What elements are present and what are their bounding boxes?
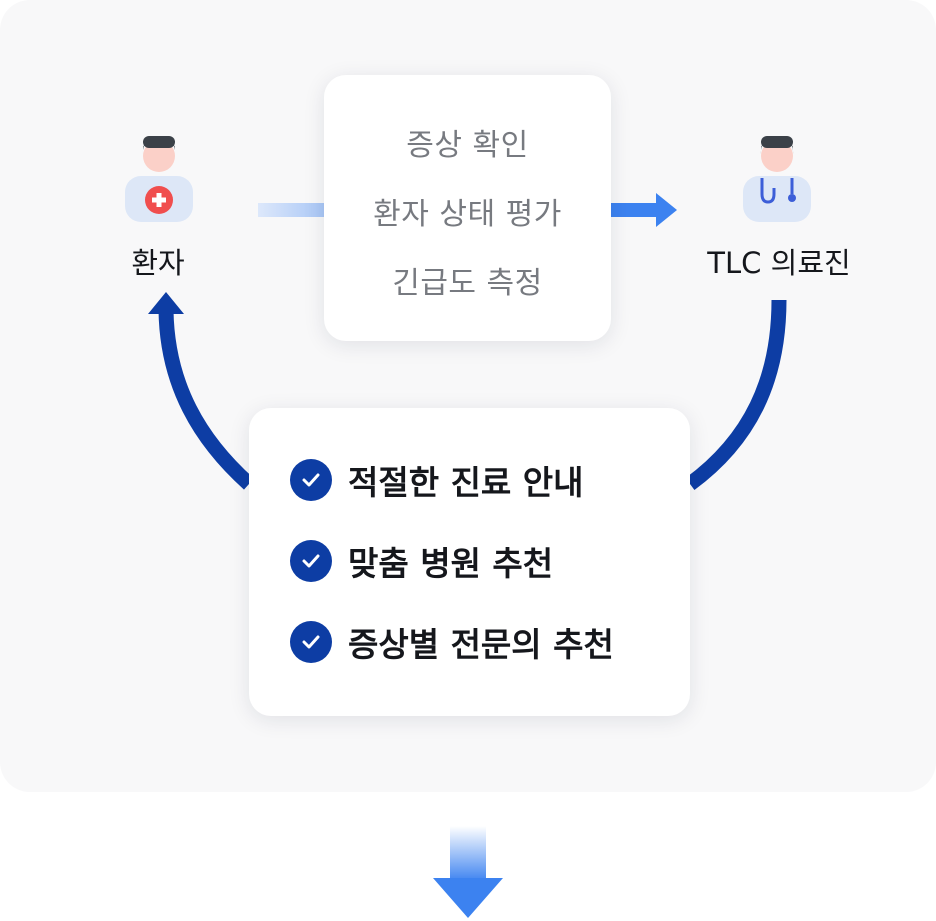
assessment-step-symptom-check: 증상 확인 xyxy=(406,128,529,163)
patient-label: 환자 xyxy=(131,246,185,280)
outcome-item: 증상별 전문의 추천 xyxy=(290,620,614,664)
assessment-step-urgency: 긴급도 측정 xyxy=(392,266,543,301)
outcome-label: 증상별 전문의 추천 xyxy=(348,625,614,664)
check-circle-icon xyxy=(290,540,332,582)
check-circle-icon xyxy=(290,621,332,663)
doctor-icon xyxy=(743,136,811,222)
flow-curve-outcomes-to-patient xyxy=(158,309,255,490)
assessment-card: 증상 확인 환자 상태 평가 긴급도 측정 xyxy=(324,75,611,341)
arrow-down-icon xyxy=(433,826,503,918)
provider-label: TLC 의료진 xyxy=(707,246,851,280)
outcome-item: 맞춤 병원 추천 xyxy=(290,539,553,583)
arrowhead-up-icon xyxy=(148,292,184,314)
outcomes-card: 적절한 진료 안내 맞춤 병원 추천 증상별 전문의 추천 xyxy=(249,408,690,716)
flow-curve-provider-to-outcomes xyxy=(685,299,787,491)
flow-line-patient-to-card xyxy=(258,203,326,217)
patient-icon xyxy=(125,136,193,222)
check-circle-icon xyxy=(290,459,332,501)
flow-arrow-card-to-provider xyxy=(610,193,677,227)
assessment-step-status-evaluation: 환자 상태 평가 xyxy=(373,197,562,232)
outcome-label: 맞춤 병원 추천 xyxy=(348,544,554,583)
outcome-label: 적절한 진료 안내 xyxy=(348,463,584,502)
outcome-item: 적절한 진료 안내 xyxy=(290,458,584,502)
